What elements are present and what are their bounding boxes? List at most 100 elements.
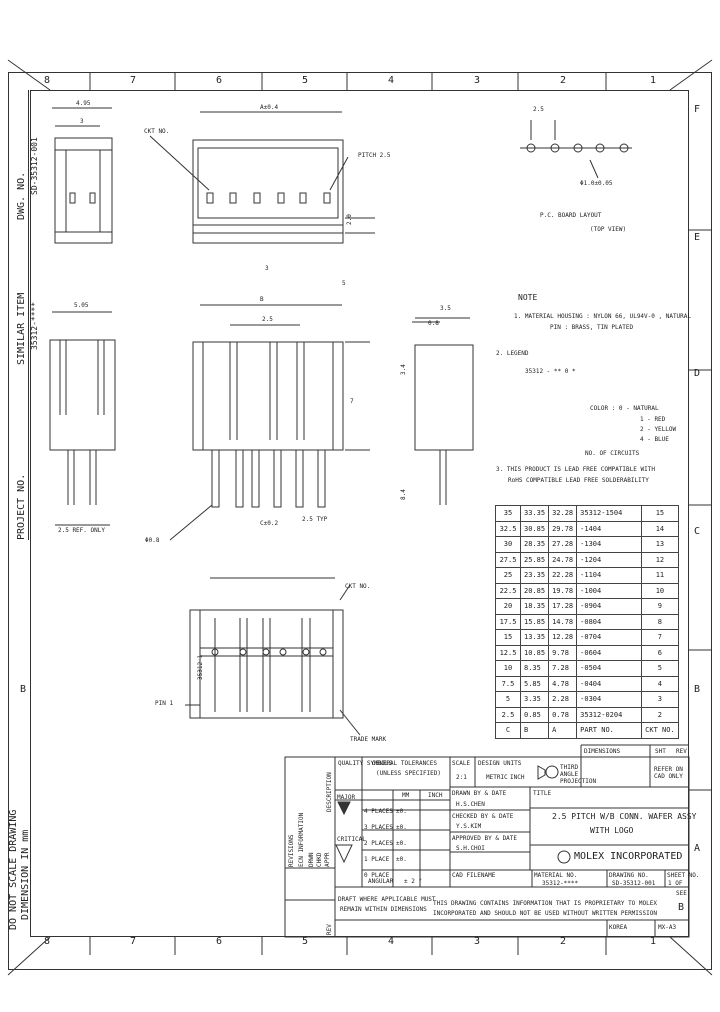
strip-divider [28,90,29,540]
zone-side-a: A [694,843,701,854]
zone-side-d: D [694,368,701,379]
zone-side-f: F [694,104,701,115]
table-cell: -0504 [576,660,643,677]
dim-b: B [260,296,264,303]
dim-8-4: 8.4 [400,489,407,500]
table-cell: -1004 [576,582,643,599]
table-cell: 13 [641,536,679,553]
zone-side-e: E [694,232,701,243]
critical-label: CRITICAL [337,836,366,843]
note-3a: 3. THIS PRODUCT IS LEAD FREE COMPATIBLE … [496,466,655,473]
table-cell: 35 [495,505,521,522]
zone-top-1: 1 [650,75,657,86]
pcb-layout-label: P.C. BOARD LAYOUT [540,212,602,219]
dim-3-center: 3 [265,265,269,272]
table-cell: 33.35 [519,505,550,522]
tol-3-mm: ±0. [396,824,407,831]
tol-1-mm: ±0. [396,856,407,863]
table-cell: 22.28 [548,567,578,584]
dim-0-8: 0.8 [428,320,439,327]
color-legend: COLOR : 0 - NATURAL [590,405,659,412]
zone-bottom-8: 8 [44,936,51,947]
dim-3: 3 [80,118,84,125]
table-cell: 2.28 [548,691,578,708]
table-cell: 24.78 [548,551,578,568]
table-cell: 3.35 [519,691,550,708]
sheet-label: SHT [655,748,666,755]
format-label: MX-A3 [658,924,677,931]
dim-7: 7 [350,398,354,405]
drawn-by-value: H.S.CHEN [456,801,485,808]
zone-top-2: 2 [560,75,567,86]
title-line-2: WITH LOGO [590,826,634,835]
table-cell: 14.78 [548,613,578,630]
table-cell: 2.5 [495,706,521,723]
title-line-1: 2.5 PITCH W/B CONN. WAFER ASSY [552,812,697,821]
zone-top-5: 5 [302,75,309,86]
table-cell: 17.5 [495,613,521,630]
zone-bottom-5: 5 [302,936,309,947]
table-cell: 2 [641,706,679,723]
pin-1-callout: PIN 1 [155,700,174,707]
angular-value: ± 2 ° [404,878,423,885]
zone-side-b-left: B [20,684,27,695]
approved-by-value: S.H.CHOI [456,845,485,852]
drawing-no-value: SD-35312-001 [612,880,656,887]
table-cell: 23.35 [519,567,550,584]
appr-label: APPR [324,852,331,867]
ckt-no-callout: CKT NO. [144,128,170,135]
table-cell: 13.35 [519,629,550,646]
table-cell: 0.85 [519,706,550,723]
metric-option: METRIC [486,774,508,781]
pcb-hole: Φ1.0±0.05 [580,180,613,187]
table-cell: 14 [641,520,679,537]
table-cell: -1404 [576,520,643,537]
scale-value: 2:1 [456,774,467,781]
part-code: 35312 - ** 0 * [525,368,576,375]
table-cell: 28.35 [519,536,550,553]
table-cell: 4.78 [548,675,578,692]
zone-bottom-7: 7 [130,936,137,947]
table-cell: 5 [641,660,679,677]
table-cell: 6 [641,644,679,661]
table-cell: 18.35 [519,598,550,615]
table-cell: 20.85 [519,582,550,599]
inch-column: INCH [428,792,443,799]
table-cell: 22.5 [495,582,521,599]
pitch-callout: PITCH 2.5 [358,152,391,159]
dim-2-0: 2.0 [346,214,353,225]
table-cell: 25 [495,567,521,584]
major-label: MAJOR [337,794,356,801]
rev-value: B [678,902,685,913]
table-cell: 7.28 [548,660,578,677]
dimensions-label: DIMENSIONS [584,748,621,755]
table-cell: 8 [641,613,679,630]
mm-column: MM [402,792,410,799]
third-angle-label: THIRD ANGLE PROJECTION [560,764,597,785]
draft-note-a: DRAFT WHERE APPLICABLE MUST [338,896,436,903]
table-cell: 20 [495,598,521,615]
table-cell: 12.28 [548,629,578,646]
table-cell: 35312-0204 [576,706,643,723]
table-cell: 10.85 [519,644,550,661]
zone-top-7: 7 [130,75,137,86]
dim-5-05: 5.05 [74,302,89,309]
company-name: MOLEX INCORPORATED [574,851,683,862]
color-yellow: 2 - YELLOW [640,426,677,433]
table-cell: 17.28 [548,598,578,615]
zone-top-3: 3 [474,75,481,86]
zone-top-6: 6 [216,75,223,86]
drawing-no-label: DRAWING NO. [609,872,649,879]
inch-option: INCH [510,774,525,781]
note-3b: RoHS COMPATIBLE LEAD FREE SOLDERABILITY [508,477,649,484]
table-cell: -0804 [576,613,643,630]
table-cell: 11 [641,567,679,584]
